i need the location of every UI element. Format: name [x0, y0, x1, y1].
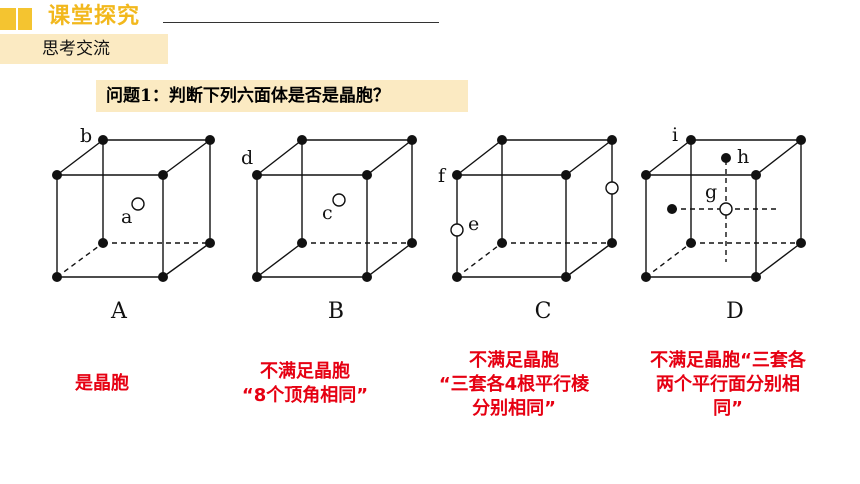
header-accent-block-2: [18, 8, 32, 30]
label-i: i: [672, 124, 678, 146]
answer-c: 不满足晶胞 “三套各4根平行棱 分别相同”: [438, 350, 590, 419]
section-title: 课堂探究: [48, 4, 141, 29]
caption-c: C: [535, 299, 552, 324]
label-f: f: [438, 165, 447, 187]
label-d: d: [241, 147, 253, 169]
label-b: b: [80, 125, 92, 147]
label-e: e: [468, 213, 479, 235]
answer-b: 不满足晶胞 “8个顶角相同”: [241, 361, 369, 406]
cube-d: [645, 139, 802, 278]
cube-c: [456, 139, 613, 278]
answer-d: 不满足晶胞“三套各 两个平行面分别相 同”: [650, 350, 806, 419]
caption-a: A: [110, 299, 128, 324]
question-text: 问题1：判断下列六面体是否是晶胞？: [96, 80, 468, 112]
answer-a: 是晶胞: [75, 373, 129, 394]
header-accent-block: [0, 8, 16, 30]
cube-figures: b a d c f e i h g A B C D: [52, 124, 806, 324]
caption-d: D: [726, 299, 744, 324]
label-c: c: [322, 202, 333, 224]
caption-b: B: [328, 299, 344, 324]
cube-b: [256, 139, 413, 278]
label-h: h: [737, 146, 749, 168]
section-tag: 思考交流: [0, 34, 168, 64]
cube-a: [56, 139, 211, 278]
title-underline: [163, 22, 439, 23]
label-a: a: [121, 206, 132, 228]
label-g: g: [705, 181, 717, 203]
